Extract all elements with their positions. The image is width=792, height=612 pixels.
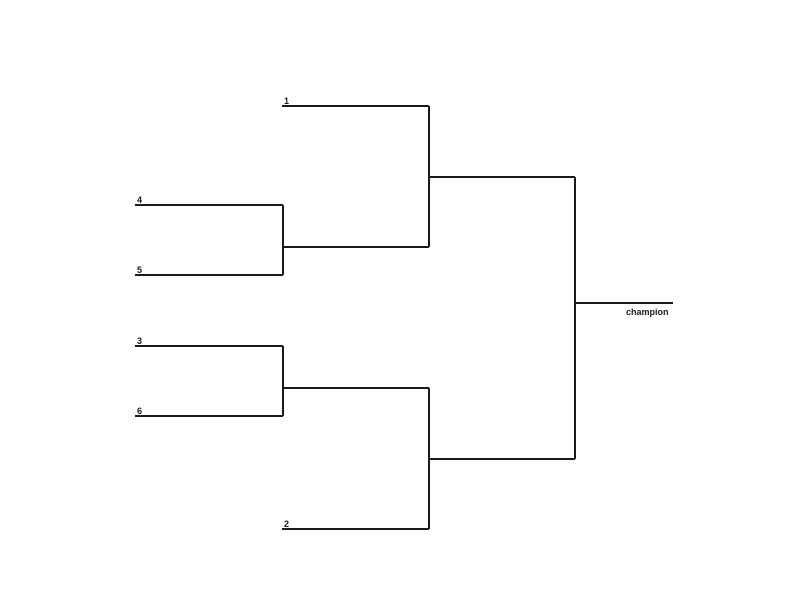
seed-label-3: 3 — [137, 336, 143, 346]
seed-label-1: 1 — [284, 96, 290, 106]
seed-label-5: 5 — [137, 265, 143, 275]
seed-label-6: 6 — [137, 406, 143, 416]
seed-label-2: 2 — [284, 519, 290, 529]
champion-label: champion — [626, 307, 669, 317]
seed-label-4: 4 — [137, 195, 143, 205]
